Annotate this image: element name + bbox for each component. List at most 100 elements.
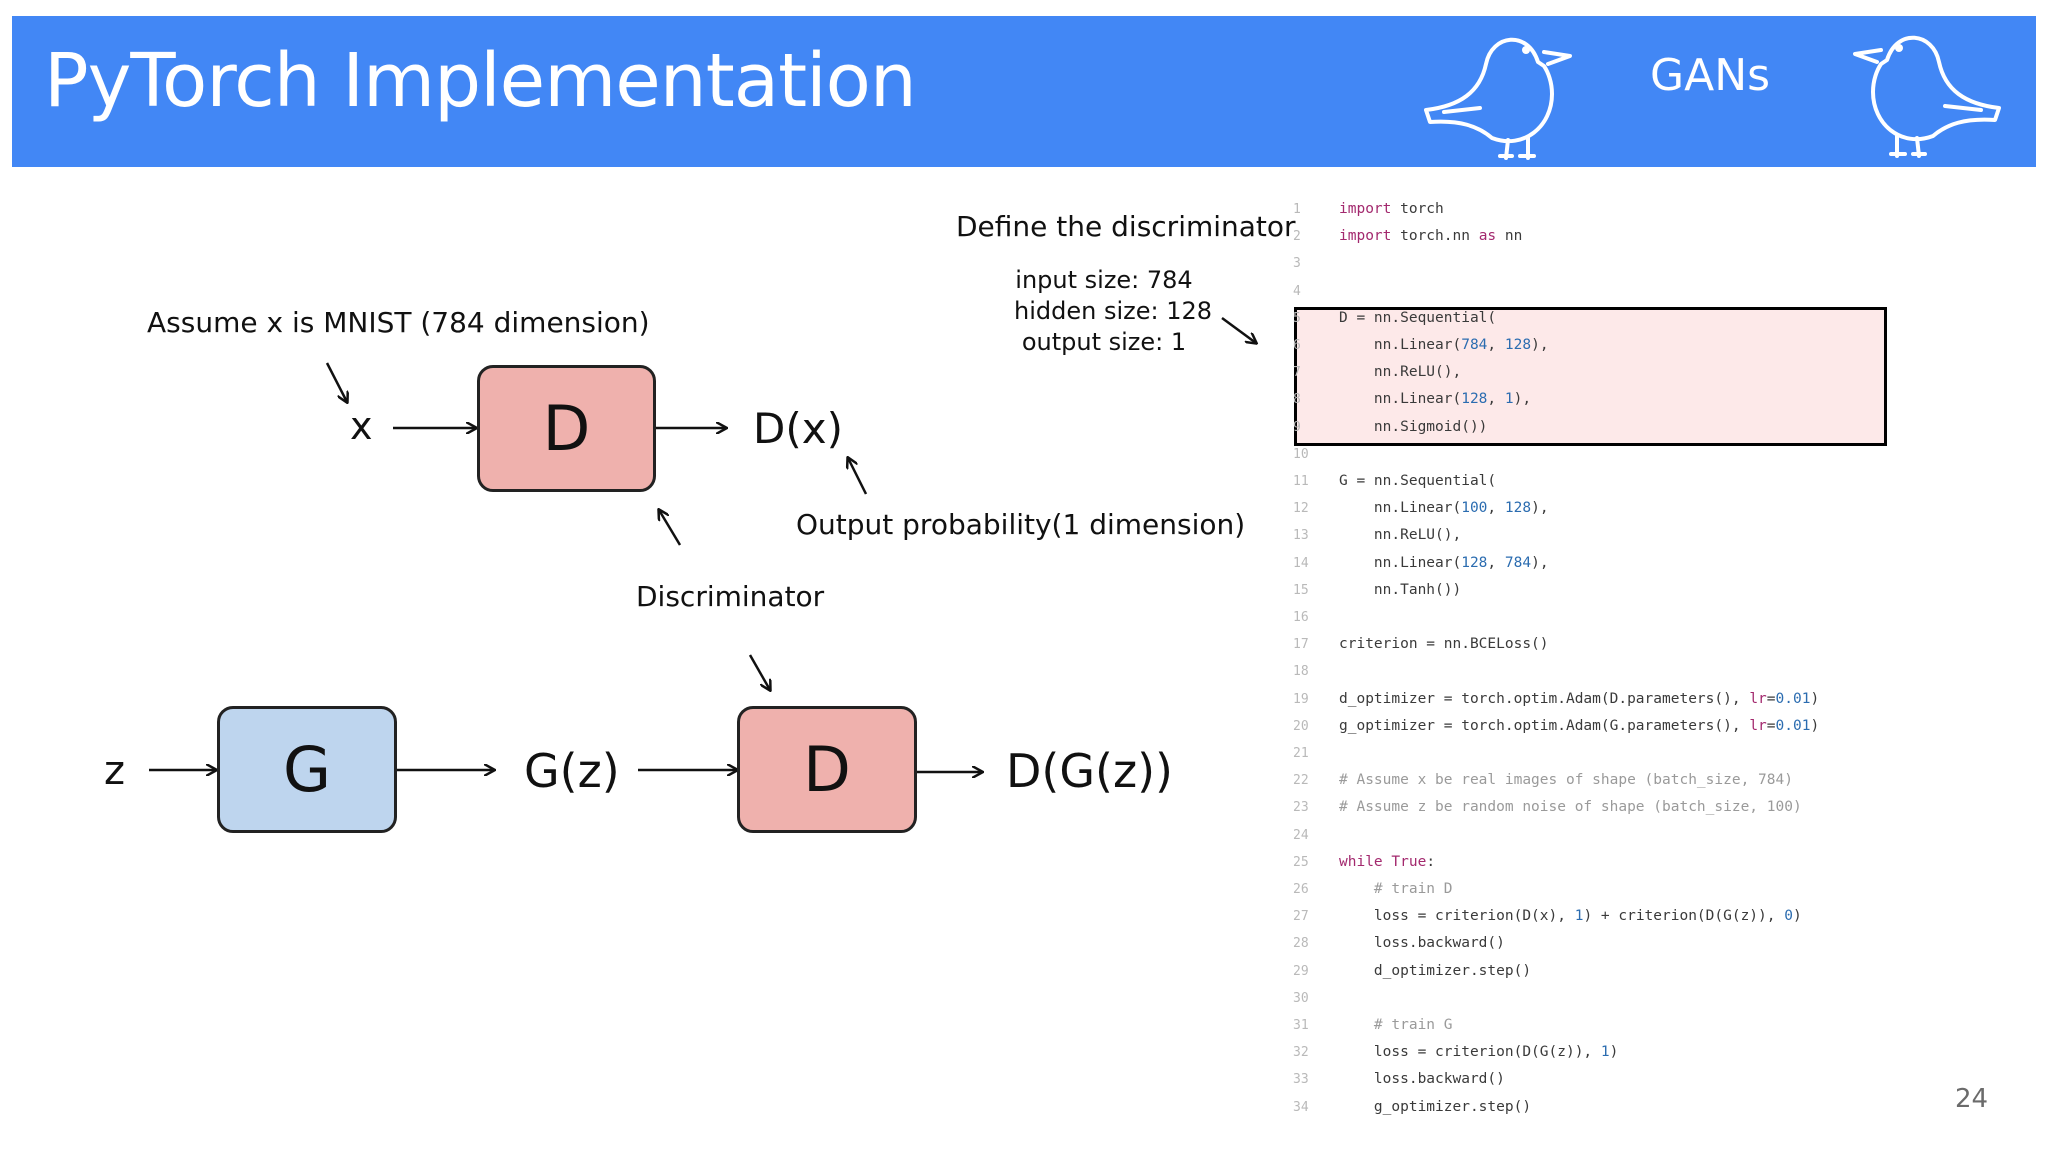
input-size-label: input size: 784 [1015, 266, 1193, 294]
bird-icon [1424, 37, 1572, 160]
line-number: 14 [1293, 555, 1309, 571]
header-bar [12, 16, 2036, 167]
line-number: 9 [1293, 419, 1301, 435]
code-text: loss.backward() [1339, 935, 1505, 952]
code-line: 31 # train G [1293, 1012, 1453, 1039]
gz-label: G(z) [524, 744, 620, 798]
code-line: 33 loss.backward() [1293, 1066, 1505, 1093]
code-text: G = nn.Sequential( [1339, 473, 1497, 489]
line-number: 20 [1293, 718, 1309, 734]
code-line: 15 nn.Tanh()) [1293, 577, 1461, 604]
code-line: 22 # Assume x be real images of shape (ba… [1293, 767, 1793, 794]
line-number: 10 [1293, 446, 1309, 462]
line-number: 25 [1293, 854, 1309, 870]
define-discriminator-label: Define the discriminator [956, 210, 1296, 243]
size-list: input size: 784 hidden size: 128 output … [1014, 265, 1212, 358]
code-line: 17 criterion = nn.BCELoss() [1293, 631, 1549, 658]
code-text: # Assume z be random noise of shape (bat… [1339, 799, 1802, 816]
code-line: 34 g_optimizer.step() [1293, 1094, 1531, 1121]
code-text: import torch.nn as nn [1339, 228, 1523, 245]
page-number: 24 [1955, 1084, 1989, 1114]
line-number: 8 [1293, 392, 1301, 408]
line-number: 33 [1293, 1072, 1309, 1088]
code-line: 27 loss = criterion(D(x), 1) + criterion… [1293, 903, 1802, 930]
code-line: 18 [1293, 658, 1339, 685]
code-text: while True: [1339, 853, 1436, 870]
line-number: 16 [1293, 610, 1309, 625]
pointer-arrow-bottom-d [748, 654, 770, 690]
code-text: nn.Linear(128, 784), [1339, 554, 1549, 571]
code-line: 32 loss = criterion(D(G(z)), 1) [1293, 1039, 1618, 1066]
code-line: 10 [1293, 441, 1339, 468]
line-number: 1 [1293, 202, 1301, 217]
code-line: 29 d_optimizer.step() [1293, 958, 1531, 985]
code-text: nn.Linear(100, 128), [1339, 500, 1549, 517]
line-number: 29 [1293, 963, 1309, 979]
line-number: 11 [1293, 474, 1309, 489]
discriminator-box-bottom: D [737, 706, 917, 833]
line-number: 24 [1293, 827, 1309, 843]
code-text: criterion = nn.BCELoss() [1339, 636, 1549, 653]
code-line: 30 [1293, 985, 1339, 1012]
code-text: import torch [1339, 201, 1444, 217]
code-line: 11 G = nn.Sequential( [1293, 468, 1496, 495]
pointer-arrow-x [325, 362, 347, 402]
line-number: 17 [1293, 637, 1309, 653]
code-line: 12 nn.Linear(100, 128), [1293, 495, 1549, 522]
line-number: 31 [1293, 1018, 1309, 1033]
code-line: 8 nn.Linear(128, 1), [1293, 386, 1531, 413]
code-text: nn.Sigmoid()) [1339, 418, 1488, 435]
line-number: 19 [1293, 691, 1309, 707]
code-text: loss.backward() [1339, 1071, 1505, 1088]
code-text: # Assume x be real images of shape (batc… [1339, 772, 1793, 789]
code-text: g_optimizer.step() [1339, 1098, 1532, 1115]
line-number: 23 [1293, 800, 1309, 816]
arrow-to-code [1221, 316, 1256, 343]
code-text: # train D [1339, 881, 1453, 897]
line-number: 15 [1293, 582, 1309, 598]
bird-icon [1853, 35, 2001, 158]
line-number: 3 [1293, 256, 1301, 272]
code-line: 23 # Assume z be random noise of shape (b… [1293, 794, 1802, 821]
code-highlight-box [1294, 307, 1887, 446]
assume-label: Assume x is MNIST (784 dimension) [147, 306, 650, 339]
code-line: 28 loss.backward() [1293, 930, 1505, 957]
line-number: 18 [1293, 664, 1309, 680]
slide-title: PyTorch Implementation [44, 38, 917, 124]
code-text: # train G [1339, 1017, 1453, 1033]
line-number: 32 [1293, 1045, 1309, 1061]
code-line: 16 [1293, 604, 1339, 631]
code-line: 5 D = nn.Sequential( [1293, 305, 1496, 332]
section-label: GANs [1650, 50, 1771, 101]
code-text: nn.ReLU(), [1339, 364, 1462, 381]
x-label: x [350, 404, 373, 448]
line-number: 5 [1293, 310, 1301, 326]
code-line: 25 while True: [1293, 849, 1435, 876]
pointer-arrow-discriminator [659, 510, 682, 546]
code-text: nn.Linear(784, 128), [1339, 337, 1549, 353]
line-number: 30 [1293, 990, 1309, 1006]
generator-box: G [217, 706, 397, 833]
output-probability-label: Output probability(1 dimension) [796, 508, 1246, 541]
code-line: 24 [1293, 822, 1339, 849]
code-line: 13 nn.ReLU(), [1293, 522, 1461, 549]
code-line: 1 import torch [1293, 196, 1444, 223]
line-number: 13 [1293, 528, 1309, 544]
code-text: d_optimizer.step() [1339, 962, 1532, 979]
code-text: nn.Linear(128, 1), [1339, 391, 1532, 408]
code-text: nn.ReLU(), [1339, 527, 1462, 544]
code-line: 14 nn.Linear(128, 784), [1293, 550, 1549, 577]
discriminator-label: Discriminator [636, 580, 825, 613]
code-text: D = nn.Sequential( [1339, 309, 1497, 326]
line-number: 21 [1293, 746, 1309, 761]
line-number: 26 [1293, 882, 1309, 897]
z-label: z [104, 748, 125, 794]
line-number: 22 [1293, 773, 1309, 789]
line-number: 7 [1293, 365, 1301, 381]
line-number: 12 [1293, 501, 1309, 517]
output-size-label: output size: 1 [1021, 328, 1187, 356]
line-number: 4 [1293, 283, 1301, 299]
code-text: loss = criterion(D(x), 1) + criterion(D(… [1339, 908, 1802, 925]
